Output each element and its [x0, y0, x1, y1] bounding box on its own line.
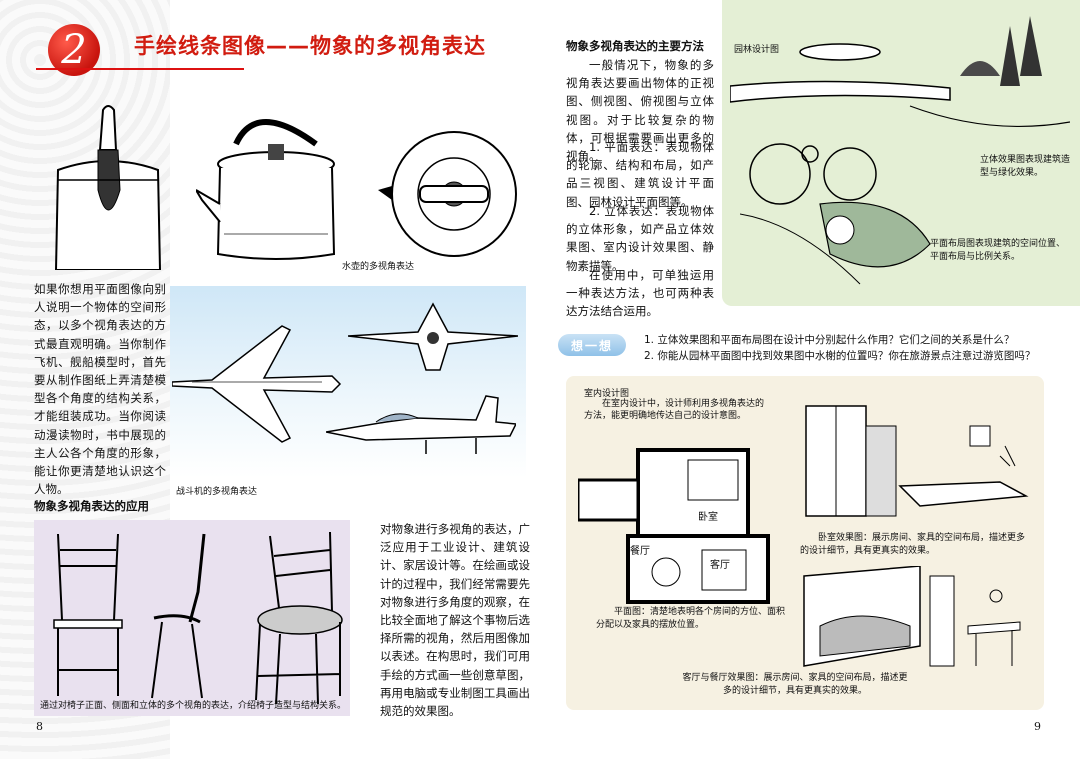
think-label: 想一想: [558, 334, 626, 356]
garden-perspective-illustration: [730, 16, 1070, 128]
methods-paragraph-1: 一般情况下，物象的多视角表达要画出物体的正视图、侧视图、俯视图与立体视图。对于比…: [566, 58, 714, 164]
question-2: 2. 你能从园林平面图中找到效果图中水榭的位置吗？你在旅游景点注意过游览图吗？: [644, 350, 1036, 362]
jet-front-view-illustration: [348, 302, 518, 371]
living-dining-caption: 客厅与餐厅效果图：展示房间、家具的空间布局，描述更多的设计细节，具有更真实的效果…: [682, 673, 908, 696]
chapter-number-badge: 2: [48, 24, 100, 76]
title-underline: [36, 68, 244, 70]
garden-plan-illustration: [740, 143, 931, 285]
jet-side-view-illustration: [326, 395, 516, 454]
chair-side-illustration: [151, 533, 206, 699]
methods-paragraph-3: 2. 立体表达：表现物体的立体形象，如产品立体效果图、室内设计效果图、静物素描等…: [566, 204, 714, 273]
kettle-front-illustration: [54, 105, 162, 270]
plan-caption: 平面图：清楚地表明各个房间的方位、面积分配以及家具的摆放位置。: [596, 607, 786, 630]
chapter-title: 手绘线条图像——物象的多视角表达: [134, 34, 486, 58]
living-dining-perspective-illustration: [803, 566, 1021, 667]
jet-caption: 战斗机的多视角表达: [176, 487, 258, 497]
page-number-left: 8: [36, 720, 43, 733]
methods-paragraph-4: 在使用中，可单独运用一种表达方法，也可两种表达方法结合运用。: [566, 268, 714, 319]
kettle-caption: 水壶的多视角表达: [342, 262, 415, 272]
jet-top-view-illustration: [172, 325, 342, 443]
kettle-side-illustration: [196, 119, 336, 260]
page-number-right: 9: [1034, 720, 1041, 733]
chair-caption: 通过对椅子正面、侧面和立体的多个视角的表达，介绍椅子造型与结构关系。: [40, 701, 347, 711]
interior-intro: 在室内设计中，设计师利用多视角表达的方法，能更明确地传达自己的设计意图。: [584, 399, 765, 421]
plan-room-living: 客厅: [710, 560, 730, 571]
methods-heading: 物象多视角表达的主要方法: [566, 39, 704, 53]
plan-room-bedroom: 卧室: [698, 512, 718, 523]
application-heading: 物象多视角表达的应用: [34, 499, 149, 513]
interior-title: 室内设计图: [584, 389, 630, 399]
question-1: 1. 立体效果图和平面布局图在设计中分别起什么作用？它们之间的关系是什么？: [644, 334, 1015, 346]
garden-note-plan: 平面布局图表现建筑的空间位置、平面布局与比例关系。: [930, 239, 1066, 262]
chair-front-illustration: [53, 533, 123, 696]
methods-paragraph-2: 1. 平面表达：表现物体的轮廓、结构和布局，如产品三视图、建筑设计平面图、园林设…: [566, 140, 714, 209]
floor-plan-illustration: [578, 448, 770, 604]
intro-paragraph: 如果你想用平面图像向别人说明一个物体的空间形态，以多个视角表达的方式最直观明确。…: [34, 282, 166, 497]
bedroom-perspective-illustration: [805, 405, 1029, 517]
plan-room-dining: 餐厅: [630, 546, 650, 557]
garden-note-perspective: 立体效果图表现建筑造型与绿化效果。: [980, 155, 1071, 178]
kettle-top-illustration: [378, 131, 517, 257]
application-paragraph: 对物象进行多视角的表达，广泛应用于工业设计、建筑设计、家居设计等。在绘画或设计的…: [380, 522, 530, 719]
bedroom-caption: 卧室效果图：展示房间、家具的空间布局，描述更多的设计细节，具有更真实的效果。: [800, 533, 1026, 556]
garden-title: 园林设计图: [734, 45, 780, 55]
chair-perspective-illustration: [255, 531, 343, 705]
